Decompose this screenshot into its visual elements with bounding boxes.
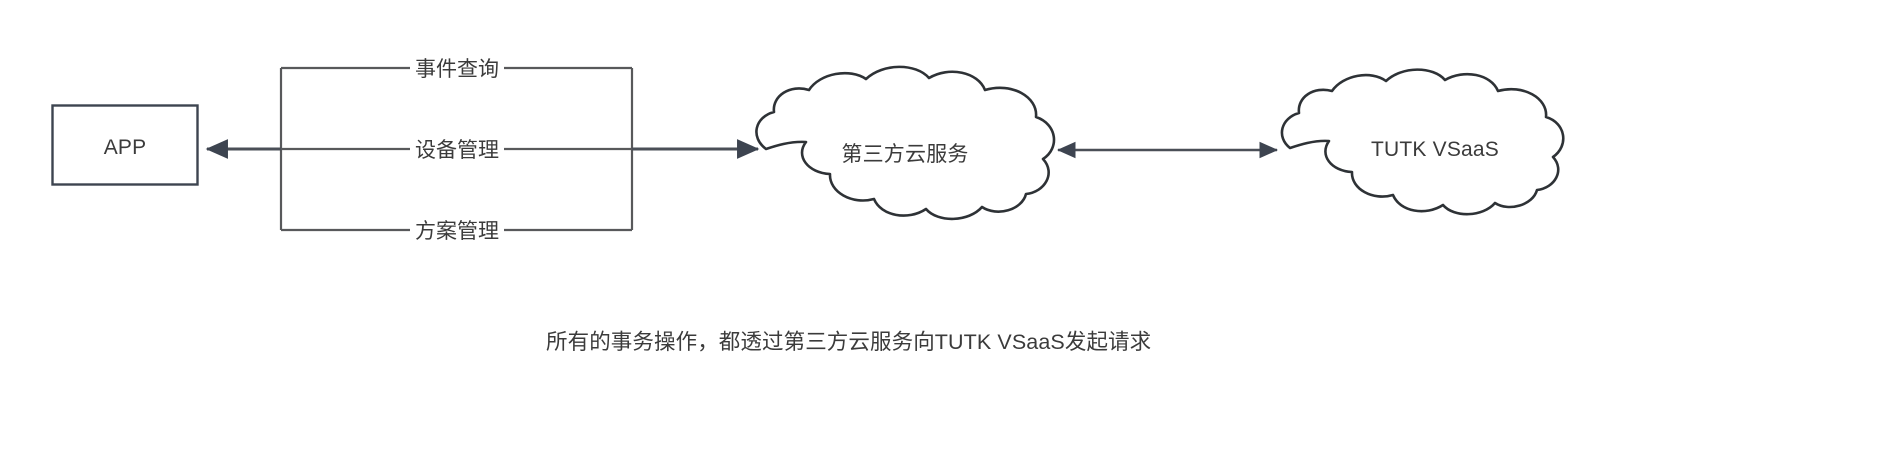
bracket-label-event-query: 事件查询 (410, 59, 504, 80)
node-app-shape[interactable] (51, 104, 199, 186)
bracket-label-device-management: 设备管理 (410, 140, 504, 161)
node-tutk-vsaas-shape[interactable] (1280, 68, 1565, 216)
diagram-caption: 所有的事务操作，都透过第三方云服务向TUTK VSaaS发起请求 (546, 330, 1152, 354)
bracket-label-plan-management: 方案管理 (410, 221, 504, 242)
node-third-party-cloud-shape[interactable] (755, 65, 1056, 221)
